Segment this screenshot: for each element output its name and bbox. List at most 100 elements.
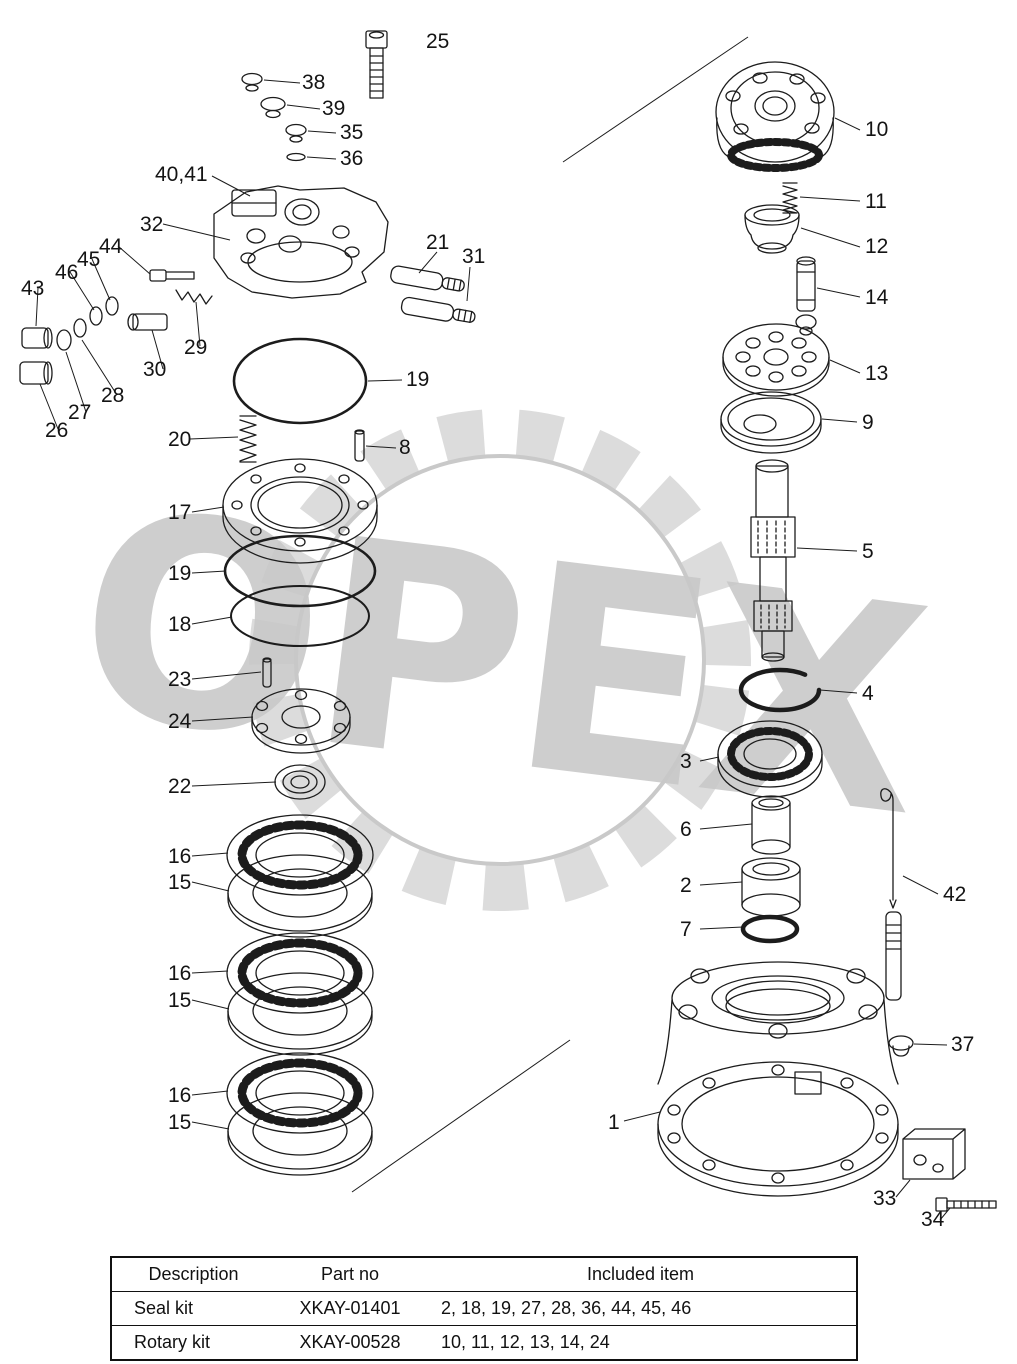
callout-27: 27 — [68, 401, 91, 424]
callout-46: 46 — [55, 261, 78, 284]
callout-21: 21 — [426, 231, 449, 254]
callout-1: 1 — [608, 1111, 620, 1134]
seal-kit-part-no: XKAY-01401 — [299, 1298, 401, 1318]
part-8-pin — [354, 429, 365, 462]
part-5-shaft — [750, 459, 796, 662]
callout-8: 8 — [399, 436, 411, 459]
table-row-seal-kit: Seal kit XKAY-01401 2, 18, 19, 27, 28, 3… — [111, 1291, 857, 1326]
callout-4: 4 — [862, 682, 874, 705]
part-35-plug — [285, 123, 307, 143]
callout-12: 12 — [865, 235, 888, 258]
callout-20: 20 — [168, 428, 191, 451]
callout-34: 34 — [921, 1208, 945, 1231]
callout-3: 3 — [680, 750, 692, 773]
part-1-housing — [657, 961, 899, 1197]
part-16-15-gearset-2 — [227, 933, 373, 1055]
part-3-roller-bearing — [717, 720, 823, 798]
part-37-breather — [888, 1035, 914, 1057]
header-part-no: Part no — [320, 1264, 380, 1284]
callout-45: 45 — [77, 248, 100, 271]
callout-29: 29 — [184, 336, 207, 359]
callout-28: 28 — [101, 384, 124, 407]
kit-table-header-row: Description Part no Included item — [111, 1257, 857, 1292]
part-7-snap-ring — [740, 914, 800, 944]
part-4-snap-ring — [738, 667, 822, 713]
part-11-spring — [782, 182, 798, 214]
section-line-bottom-left — [351, 1039, 571, 1193]
callout-26: 26 — [45, 419, 68, 442]
callout-15a: 15 — [168, 871, 191, 894]
callout-7: 7 — [680, 918, 692, 941]
rotary-kit-part-no: XKAY-00528 — [299, 1332, 401, 1352]
part-10-cover — [715, 61, 835, 172]
callout-43: 43 — [21, 277, 44, 300]
callout-10: 10 — [865, 118, 888, 141]
callout-35: 35 — [340, 121, 363, 144]
callout-30: 30 — [143, 358, 166, 381]
callout-5: 5 — [862, 540, 874, 563]
watermark-gear-icon — [249, 409, 751, 911]
left-fittings-cluster — [19, 269, 213, 385]
part-23-pin — [262, 657, 272, 688]
callout-14: 14 — [865, 286, 889, 309]
callout-40-41: 40,41 — [155, 163, 208, 186]
seal-kit-included: 2, 18, 19, 27, 28, 36, 44, 45, 46 — [441, 1298, 692, 1318]
watermark-text: OPEX — [62, 448, 942, 881]
part-18-o-ring — [230, 585, 370, 647]
callout-36: 36 — [340, 147, 363, 170]
part-36-o-ring — [286, 152, 306, 162]
callout-2: 2 — [680, 874, 692, 897]
part-17-housing-ring — [222, 458, 378, 564]
part-6-bushing — [751, 795, 791, 855]
part-13-plate — [722, 323, 830, 397]
rotary-kit-included: 10, 11, 12, 13, 14, 24 — [441, 1332, 610, 1352]
callout-37: 37 — [951, 1033, 974, 1056]
header-included-item: Included item — [586, 1264, 695, 1284]
callout-19b: 19 — [168, 562, 191, 585]
callout-38: 38 — [302, 71, 325, 94]
part-32-motor-head-body — [213, 185, 389, 299]
callout-13: 13 — [865, 362, 888, 385]
section-line-top-right — [562, 36, 749, 163]
callout-24: 24 — [168, 710, 192, 733]
header-description: Description — [148, 1264, 239, 1284]
callout-33: 33 — [873, 1187, 896, 1210]
callout-39: 39 — [322, 97, 345, 120]
callout-6: 6 — [680, 818, 692, 841]
callout-18: 18 — [168, 613, 191, 636]
part-21-31-relief-valves — [390, 265, 476, 323]
callout-9: 9 — [862, 411, 874, 434]
callout-15b: 15 — [168, 989, 191, 1012]
callout-42: 42 — [943, 883, 966, 906]
callout-15c: 15 — [168, 1111, 191, 1134]
part-14-valve-pin — [795, 256, 817, 336]
part-33-valve-block — [902, 1128, 966, 1180]
leader-lines — [35, 79, 951, 1221]
part-34-bolt — [935, 1197, 997, 1212]
part-42-dipstick — [880, 788, 902, 1001]
rotary-kit-description: Rotary kit — [134, 1332, 211, 1352]
part-19-large-o-ring — [232, 337, 368, 425]
callout-25: 25 — [426, 30, 449, 53]
part-25-socket-bolt — [365, 30, 388, 99]
part-20-spring — [239, 415, 257, 463]
callout-32: 32 — [140, 213, 163, 236]
callout-16a: 16 — [168, 845, 191, 868]
callout-11: 11 — [865, 190, 887, 213]
seal-kit-description: Seal kit — [134, 1298, 194, 1318]
part-16-15-gearset-3 — [227, 1053, 373, 1175]
callout-31: 31 — [462, 245, 485, 268]
callout-22: 22 — [168, 775, 191, 798]
kit-table: Description Part no Included item Seal k… — [110, 1256, 858, 1361]
table-row-rotary-kit: Rotary kit XKAY-00528 10, 11, 12, 13, 14… — [111, 1325, 857, 1361]
callout-16c: 16 — [168, 1084, 191, 1107]
callout-16b: 16 — [168, 962, 191, 985]
callout-19: 19 — [406, 368, 429, 391]
part-39-plug — [260, 96, 286, 119]
callout-23: 23 — [168, 668, 191, 691]
callout-17: 17 — [168, 501, 191, 524]
part-12-cup — [744, 204, 800, 254]
part-9-disc — [720, 391, 822, 454]
